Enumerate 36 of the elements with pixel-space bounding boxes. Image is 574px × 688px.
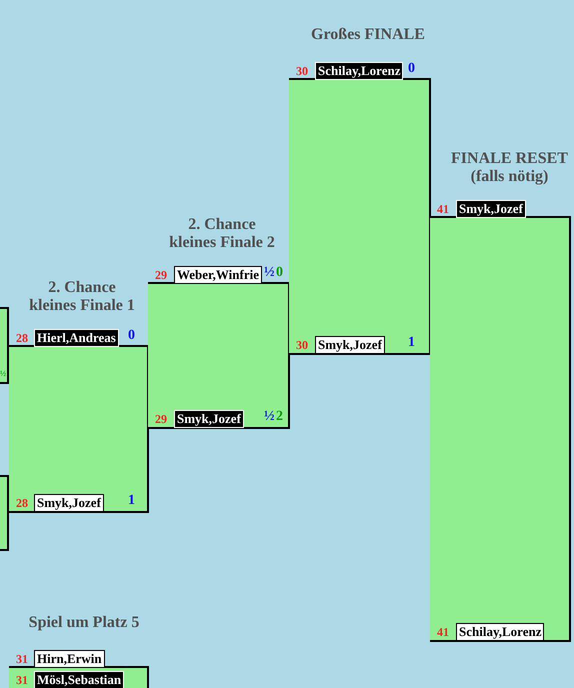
score: 1 — [128, 493, 135, 509]
score: 0 — [408, 61, 415, 77]
match-number: 29 — [155, 411, 167, 427]
player-name: Hirn,Erwin — [34, 650, 105, 668]
score: 0 — [276, 265, 283, 281]
player-name: Weber,Winfrie — [174, 266, 262, 284]
player-name: Mösl,Sebastian — [34, 671, 124, 688]
player-name: Schilay,Lorenz — [456, 623, 544, 641]
match-number: 41 — [437, 201, 449, 217]
score: 2 — [276, 409, 283, 425]
match-number: 41 — [437, 624, 449, 640]
match-heading: 2. Chance kleines Finale 1 — [28, 279, 136, 315]
score: ½ — [0, 369, 6, 379]
match-number: 29 — [155, 267, 167, 283]
match-number: 31 — [16, 651, 28, 667]
score: ½ — [264, 265, 274, 281]
bracket-box — [0, 475, 9, 551]
player-name: Smyk,Jozef — [315, 336, 385, 354]
score: ½ — [264, 409, 274, 425]
player-name: Smyk,Jozef — [456, 200, 526, 218]
player-name: Schilay,Lorenz — [315, 62, 404, 80]
score: 1 — [408, 335, 415, 351]
match-heading: Großes FINALE — [311, 26, 425, 44]
match-heading: Spiel um Platz 5 — [28, 614, 140, 632]
match-number: 30 — [296, 337, 308, 353]
match-number: 28 — [16, 330, 28, 346]
match-number: 31 — [16, 672, 28, 688]
match-number: 28 — [16, 495, 28, 511]
match-heading: 2. Chance kleines Finale 2 — [168, 216, 276, 252]
match-heading: FINALE RESET (falls nötig) — [450, 150, 569, 186]
match-number: 30 — [296, 63, 308, 79]
bracket-box — [0, 307, 9, 384]
player-name: Hierl,Andreas — [34, 329, 119, 347]
score: 0 — [128, 328, 135, 344]
player-name: Smyk,Jozef — [174, 410, 244, 428]
player-name: Smyk,Jozef — [34, 494, 104, 512]
